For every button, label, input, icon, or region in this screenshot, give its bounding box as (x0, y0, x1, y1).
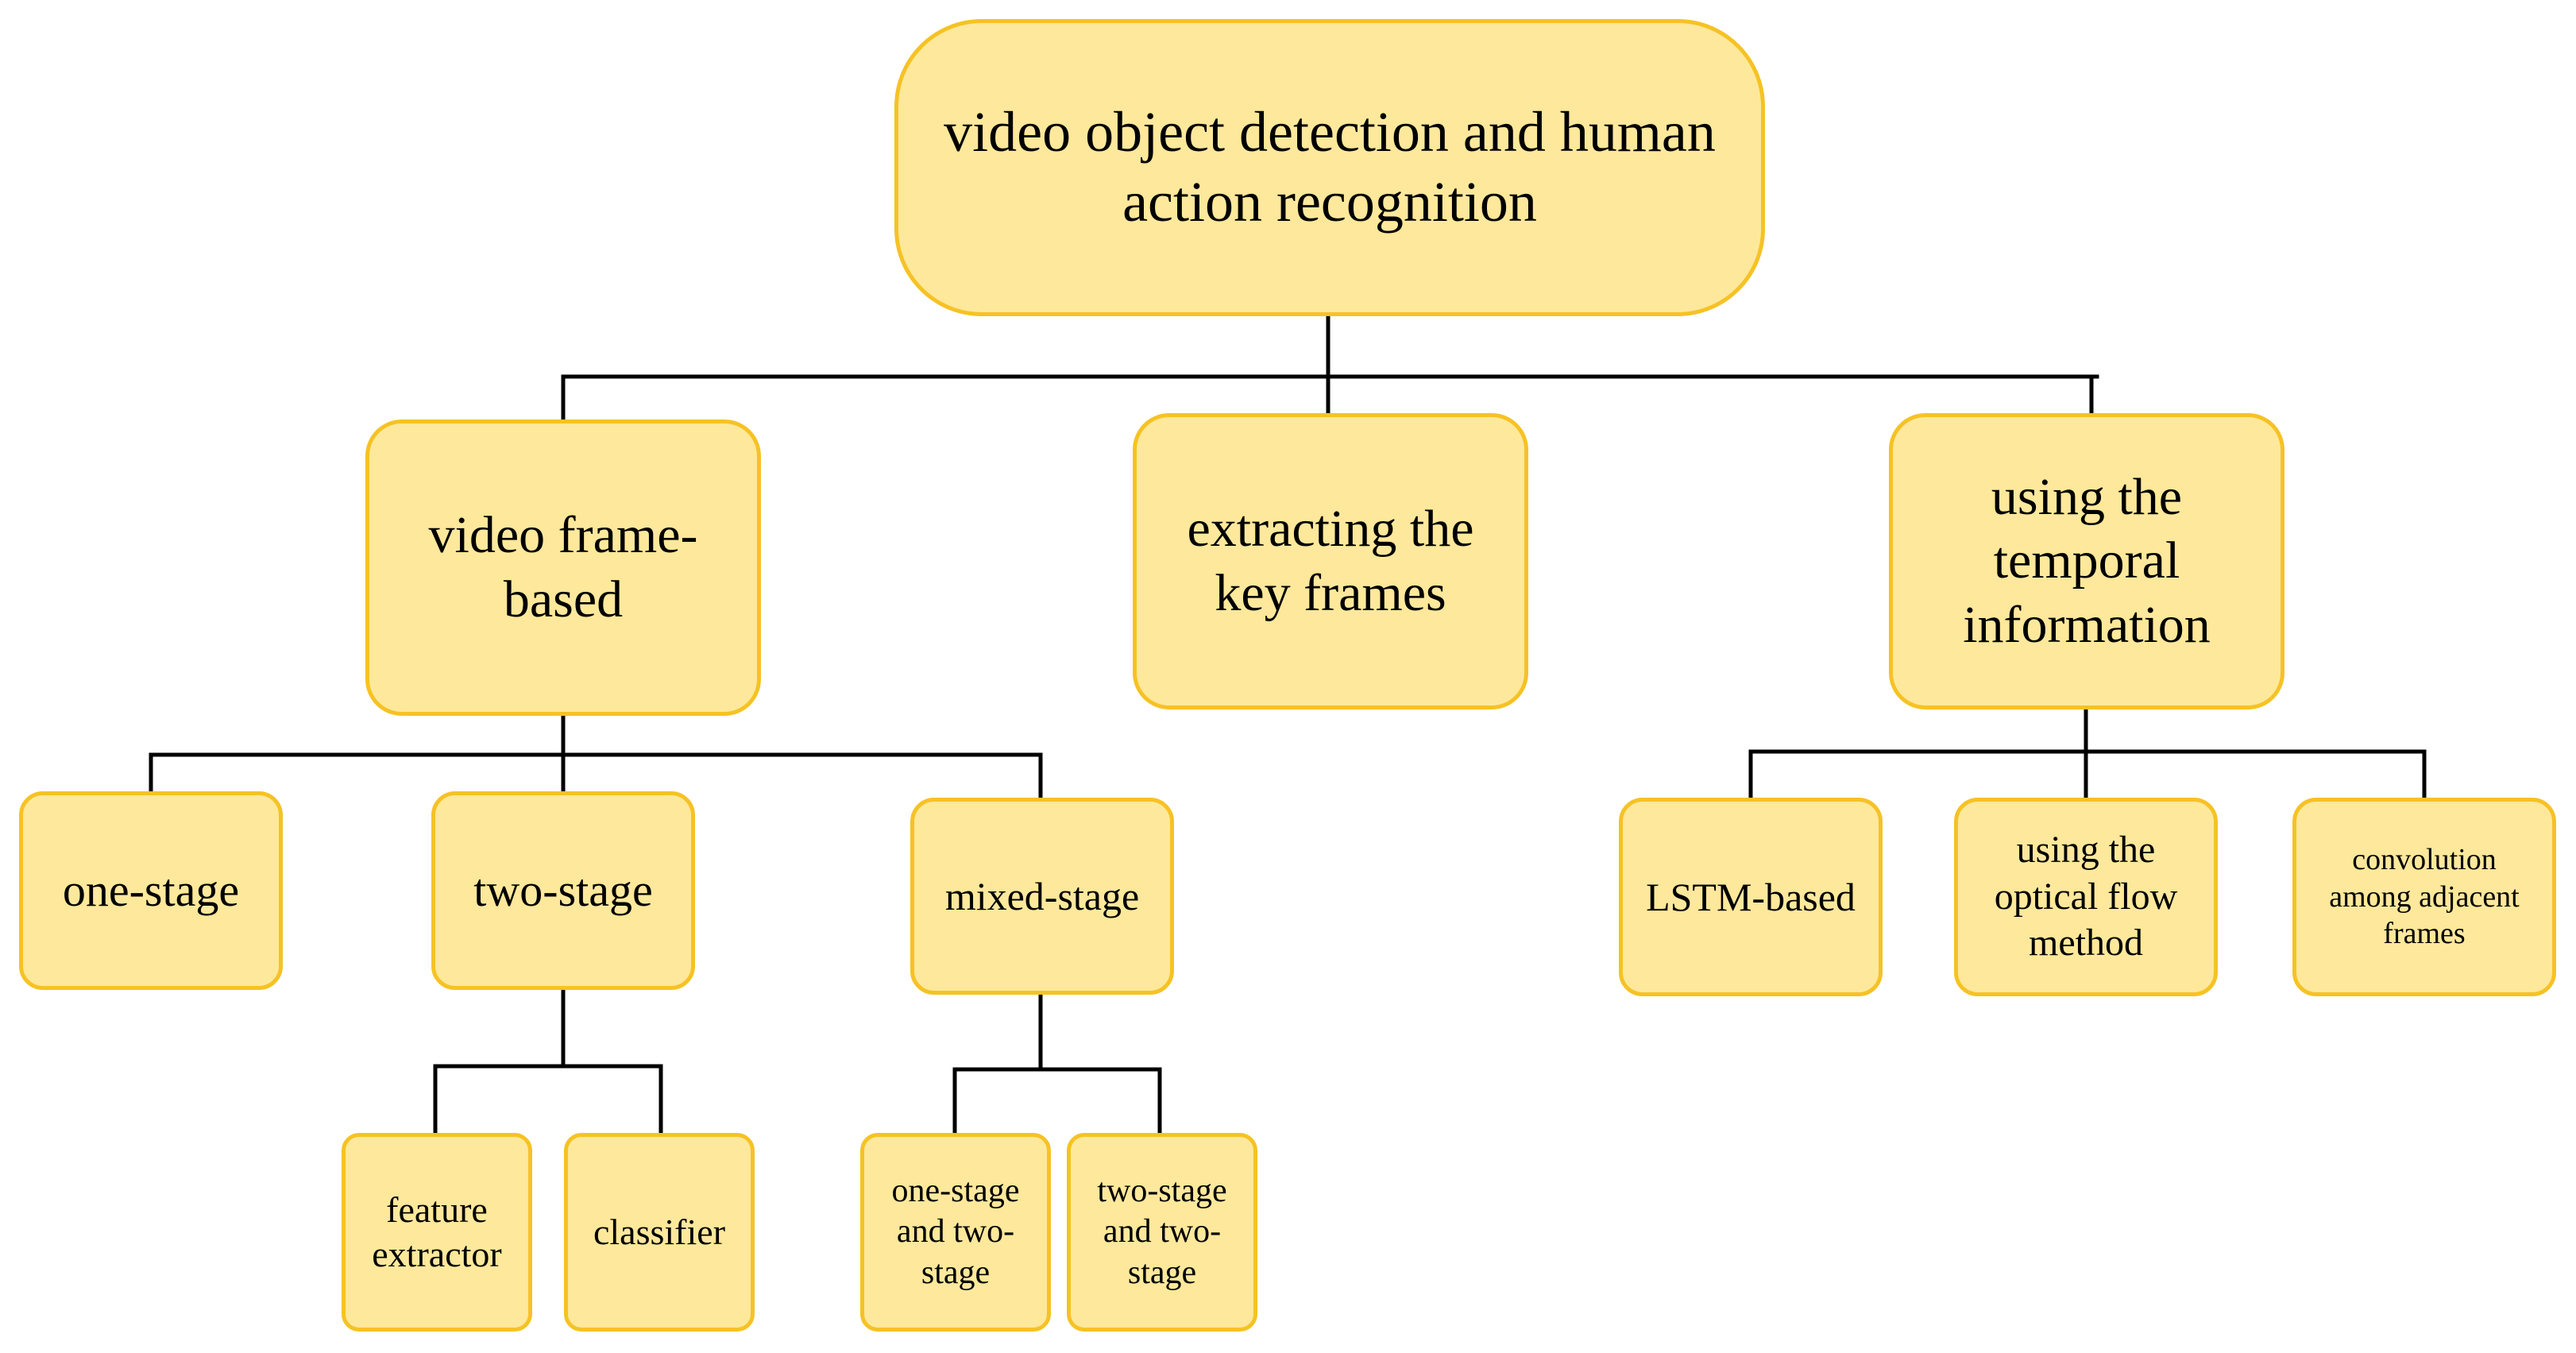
node-one-and-two-stage: one-stage and two-stage (860, 1133, 1051, 1332)
node-extracting-key-frames: extracting the key frames (1133, 413, 1528, 709)
extracting-key-frames-label: extracting the key frames (1187, 499, 1474, 622)
mixed-stage-label: mixed-stage (944, 873, 1140, 918)
feature-extractor-label: feature extractor (372, 1189, 502, 1274)
node-classifier: classifier (564, 1133, 755, 1332)
node-video-frame-based: video frame-based (365, 419, 761, 716)
two-and-two-stage-label: two-stage and two-stage (1097, 1173, 1227, 1291)
convolution-adjacent-label: convolution among adjacent frames (2329, 843, 2520, 951)
node-lstm-based: LSTM-based (1619, 798, 1883, 996)
one-and-two-stage-label: one-stage and two-stage (891, 1173, 1020, 1291)
node-optical-flow: using the optical flow method (1954, 798, 2218, 996)
lstm-based-label: LSTM-based (1646, 874, 1856, 919)
one-stage-label: one-stage (62, 864, 240, 916)
node-one-stage: one-stage (19, 791, 283, 990)
two-stage-label: two-stage (473, 864, 653, 916)
video-frame-based-label: video frame-based (428, 505, 698, 628)
optical-flow-label: using the optical flow method (1994, 829, 2178, 964)
node-two-and-two-stage: two-stage and two-stage (1067, 1133, 1257, 1332)
root-label: video object detection and human action … (944, 100, 1716, 234)
node-temporal-information: using the temporal information (1889, 413, 2284, 709)
node-convolution-adjacent: convolution among adjacent frames (2292, 798, 2556, 996)
node-two-stage: two-stage (431, 791, 695, 990)
temporal-information-label: using the temporal information (1963, 467, 2211, 654)
node-feature-extractor: feature extractor (342, 1133, 532, 1332)
classifier-label: classifier (593, 1211, 726, 1252)
node-mixed-stage: mixed-stage (910, 798, 1174, 995)
root-node: video object detection and human action … (894, 19, 1765, 316)
